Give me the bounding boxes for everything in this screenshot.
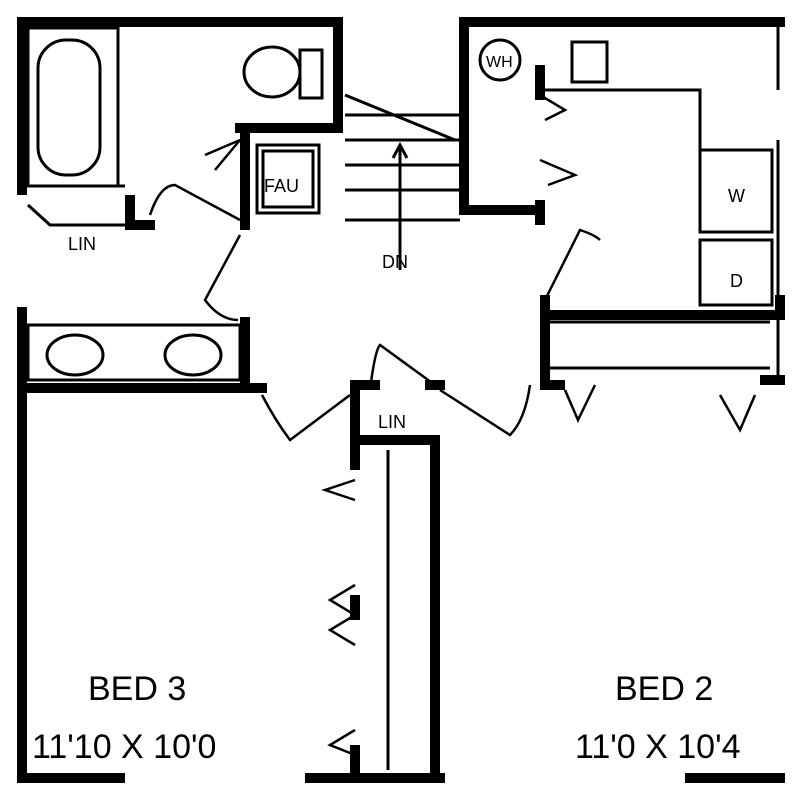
fau-unit <box>255 143 321 215</box>
doors <box>148 93 757 757</box>
water-heater-icon <box>478 38 522 82</box>
arrow-up-icon <box>391 141 409 270</box>
walls <box>17 17 785 783</box>
water-heater-label: WH <box>486 54 513 71</box>
room-name: BED 3 <box>88 670 186 708</box>
toilet-icon <box>242 45 302 99</box>
labels: LIN FAU DN WH W D LIN BED 3 11'10 X 10'0… <box>32 54 745 766</box>
cabinet <box>570 40 609 84</box>
vanity-counter <box>26 323 242 382</box>
room-size: 11'10 X 10'0 <box>32 728 216 766</box>
sink-icon <box>163 333 223 377</box>
room-name: BED 2 <box>615 670 713 708</box>
linen-shelf <box>26 184 125 227</box>
sink-icon <box>45 333 105 377</box>
fixtures <box>26 26 774 770</box>
stairs <box>344 93 460 270</box>
hall-linen-label: LIN <box>378 412 406 432</box>
dryer <box>698 238 774 307</box>
washer <box>698 148 774 234</box>
dryer-label: D <box>730 271 743 291</box>
closet-shelf <box>550 320 770 370</box>
fau-label: FAU <box>264 176 299 196</box>
stairs-down-label: DN <box>382 252 408 272</box>
room-size: 11'0 X 10'4 <box>575 728 740 766</box>
toilet-tank <box>298 48 324 100</box>
washer-label: W <box>728 186 745 206</box>
tub-basin <box>36 38 102 177</box>
linen-label: LIN <box>68 234 96 254</box>
